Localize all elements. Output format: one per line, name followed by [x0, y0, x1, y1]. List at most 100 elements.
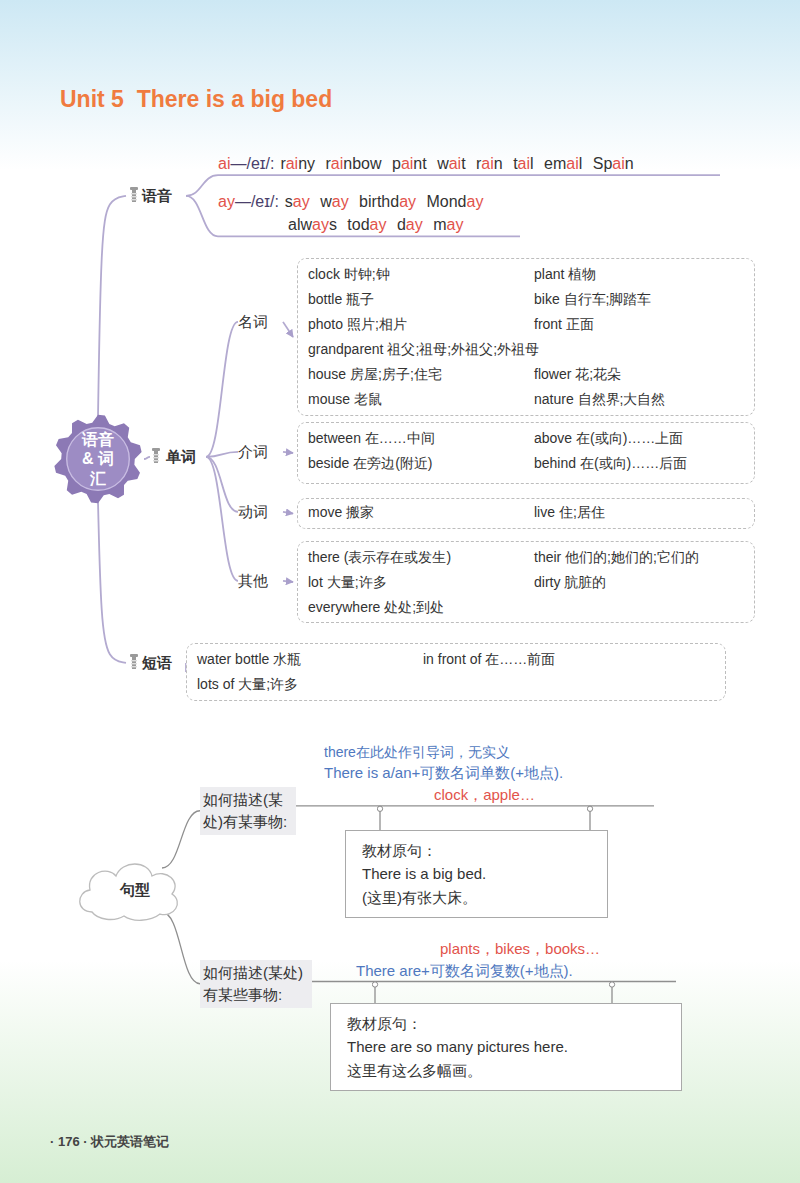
highlight-letters: ai — [286, 155, 298, 172]
branch-line — [283, 512, 293, 514]
branch-label: 短语 — [126, 652, 186, 674]
node-text: There are+可数名词复数(+地点). — [356, 960, 676, 982]
word-box: clock 时钟;钟 plant 植物 bottle 瓶子 bike 自行车;脚踏车 p… — [297, 258, 755, 416]
highlight-letters: ai — [566, 155, 578, 172]
screw-icon — [130, 187, 160, 669]
text-part: r — [280, 155, 285, 172]
branch-line — [206, 452, 238, 457]
phonics-line: ai—/eɪ/:rainy rainbow paint wait rain ta… — [218, 152, 720, 175]
highlight-letters: ay — [467, 193, 484, 210]
word-entry: lot 大量;许多 — [308, 572, 387, 592]
phonics-text: rainy rainbow paint wait rain tail email… — [280, 155, 633, 172]
highlight-letters: ay — [218, 193, 235, 210]
word-entry: house 房屋;房子;住宅 — [308, 364, 442, 384]
node-text: 如何描述(某处)有某些事物: — [203, 962, 309, 1006]
phonics-line: ay—/eɪ/:say way birthday Monday always t… — [218, 190, 520, 236]
branch-line — [206, 322, 238, 457]
leader-connector — [374, 985, 375, 1004]
word-box: there (表示存在或发生) their 他们的;她们的;它们的 lot 大量;许… — [297, 541, 755, 623]
text-part: n t — [494, 155, 518, 172]
text-part: Mond — [416, 193, 466, 210]
example-box: 教材原句：There is a big bed.(这里)有张大床。 — [345, 830, 608, 918]
branch-line — [206, 457, 238, 581]
word-box: water bottle 水瓶in front of 在……前面lots of … — [186, 643, 726, 701]
branch-line — [283, 452, 293, 453]
word-entry: bottle 瓶子 — [308, 289, 374, 309]
text-part: —/eɪ/: — [235, 193, 279, 210]
branch-line — [206, 457, 238, 512]
word-entry: their 他们的;她们的;它们的 — [534, 547, 699, 567]
leader-connector — [589, 809, 590, 830]
node-text: There are so many pictures here. — [347, 1035, 665, 1058]
pattern-formula: there在此处作引导词，无实义There is a/an+可数名词单数(+地点… — [324, 742, 654, 806]
branch-line — [144, 457, 150, 459]
text-part: n — [625, 155, 634, 172]
highlight-letters: ai — [449, 155, 461, 172]
highlight-letters: ay — [370, 216, 387, 233]
highlight-letters: ay — [332, 193, 349, 210]
word-box: move 搬家live 住;居住 — [297, 498, 755, 529]
word-entry: plant 植物 — [534, 264, 596, 284]
node-text: 教材原句： — [362, 839, 591, 862]
branch-label: 单词 — [150, 446, 206, 468]
text-part: l Sp — [579, 155, 613, 172]
sky-band — [0, 0, 800, 170]
highlight-letters: ay — [312, 216, 329, 233]
word-entry: bike 自行车;脚踏车 — [534, 289, 651, 309]
grass-band — [0, 960, 800, 1183]
leader-connector — [379, 809, 380, 830]
word-entry: dirty 肮脏的 — [534, 572, 606, 592]
word-entry: above 在(或向)……上面 — [534, 428, 683, 448]
branch-line — [186, 175, 720, 196]
text-part: nt w — [413, 155, 448, 172]
node-text: there在此处作引导词，无实义 — [324, 742, 654, 762]
word-entry: mouse 老鼠 — [308, 389, 382, 409]
node-text: 介词 — [238, 441, 282, 463]
node-text: 其他 — [238, 570, 282, 592]
node-text: 动词 — [238, 501, 282, 523]
text-part: ny r — [298, 155, 331, 172]
branch-line — [312, 981, 676, 982]
node-text: 单词 — [166, 446, 206, 468]
word-entry: flower 花;花朵 — [534, 364, 621, 384]
text-part: alw — [288, 216, 312, 233]
text-part: l em — [530, 155, 566, 172]
category-label: 动词 — [238, 501, 282, 523]
text-part: w — [310, 193, 332, 210]
node-text: clock，apple… — [434, 784, 654, 806]
text-part: s — [285, 193, 293, 210]
branch-line — [98, 196, 126, 416]
category-label: 其他 — [238, 570, 282, 592]
word-entry: nature 自然界;大自然 — [534, 389, 665, 409]
word-entry: grandparent 祖父;祖母;外祖父;外祖母 — [308, 339, 539, 359]
word-entry: water bottle 水瓶 — [197, 649, 301, 669]
text-part: birthd — [349, 193, 399, 210]
highlight-letters: ay — [399, 193, 416, 210]
node-text: 名词 — [238, 311, 282, 333]
text-part: nbow p — [343, 155, 401, 172]
node-text: 语音 — [142, 185, 186, 207]
highlight-letters: ai — [481, 155, 493, 172]
phonics-text: ay—/eɪ/: — [218, 193, 279, 210]
word-entry: move 搬家 — [308, 502, 374, 522]
word-entry: between 在……中间 — [308, 428, 435, 448]
text-part: t r — [461, 155, 481, 172]
unit-title: Unit 5 There is a big bed — [60, 86, 332, 113]
word-box: between 在……中间above 在(或向)……上面beside 在旁边(附… — [297, 422, 755, 484]
word-entry: there (表示存在或发生) — [308, 547, 451, 567]
page-footer: · 176 · 状元英语笔记 — [50, 1133, 169, 1151]
word-entry: clock 时钟;钟 — [308, 264, 390, 284]
node-text: 语音 & 词汇 — [80, 430, 116, 488]
word-entry: photo 照片;相片 — [308, 314, 407, 334]
node-text: 这里有这么多幅画。 — [347, 1059, 665, 1082]
branch-line — [98, 502, 126, 663]
node-text: 教材原句： — [347, 1012, 665, 1035]
highlight-letters: ay — [447, 216, 464, 233]
word-entry: lots of 大量;许多 — [197, 674, 298, 694]
text-part: s tod — [329, 216, 370, 233]
branch-line — [162, 811, 200, 868]
branch-line — [283, 581, 293, 582]
pattern-formula: plants，bikes，books…There are+可数名词复数(+地点)… — [356, 938, 676, 982]
phonics-text: say way birthday Monday always today day… — [285, 193, 484, 233]
node-text: plants，bikes，books… — [440, 938, 676, 960]
